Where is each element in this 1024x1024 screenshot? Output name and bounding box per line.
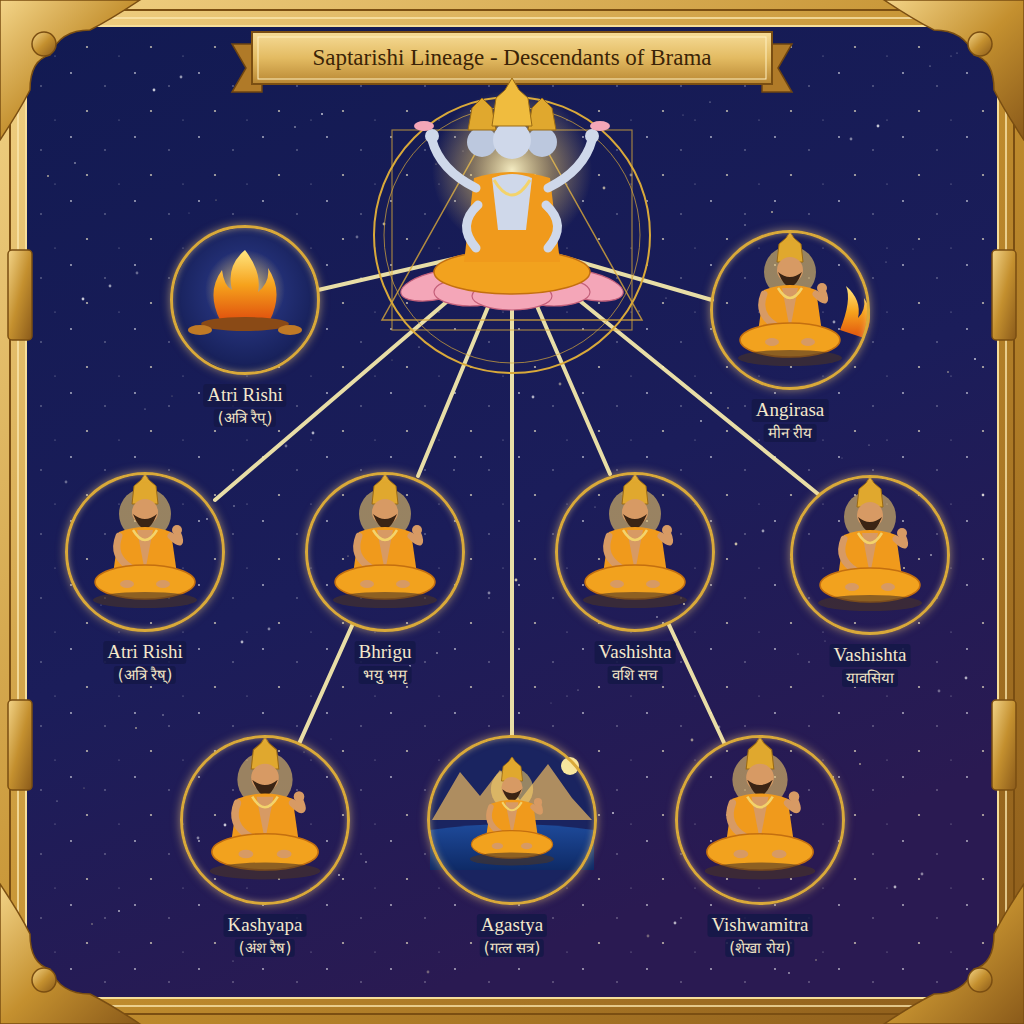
rishi-name-devanagari: वशि सच <box>608 666 663 684</box>
rishi-figures <box>93 232 922 880</box>
rishi-name-devanagari: यावसिया <box>842 669 898 687</box>
rishi-name: Atri Rishi <box>203 384 286 407</box>
angirasa-fire <box>840 286 870 338</box>
rishi-name: Bhrigu <box>355 641 416 664</box>
lineage-ray <box>300 625 353 742</box>
rishi-circle: Bhriguभयु भमृ <box>305 472 465 632</box>
rishi-name-devanagari: (अत्रि रैष्) <box>114 666 176 684</box>
rishi-name: Vashishta <box>595 641 676 664</box>
rishi-name-devanagari: (गत्ल सत्र) <box>480 939 544 957</box>
rishi-circle: Vashishtaवशि सच <box>555 472 715 632</box>
lineage-ray <box>669 625 724 744</box>
rishi-circle: Agastya(गत्ल सत्र) <box>427 735 597 905</box>
rishi-circle: Atri Rishi(अत्रि रैप्) <box>170 225 320 375</box>
rishi-name: Agastya <box>477 914 547 937</box>
fire-altar <box>171 226 319 374</box>
rishi-circle: Vashishtaयावसिया <box>790 475 950 635</box>
rishi-name: Kashyapa <box>224 914 307 937</box>
rishi-name-devanagari: मीन रीय <box>764 424 817 442</box>
rishi-circle: Angirasaमीन रीय <box>710 230 870 390</box>
night-sky <box>26 26 998 998</box>
rishi-name: Atri Rishi <box>103 641 186 664</box>
rishi-name: Angirasa <box>752 399 829 422</box>
rishi-circle: Vishwamitra(शेखा रोय) <box>675 735 845 905</box>
rishi-name: Vishwamitra <box>707 914 812 937</box>
rishi-name-devanagari: (अत्रि रैप्) <box>214 409 276 427</box>
rishi-name-devanagari: (अंश रैष) <box>235 939 295 957</box>
brahma-figure <box>374 78 650 373</box>
rishi-circle: Kashyapa(अंश रैष) <box>180 735 350 905</box>
agastya-scene <box>428 736 596 904</box>
rishi-name-devanagari: भयु भमृ <box>359 666 412 684</box>
rishi-name: Vashishta <box>830 644 911 667</box>
rishi-name-devanagari: (शेखा रोय) <box>725 939 794 957</box>
title-text: Saptarishi Lineage - Descendants of Bram… <box>262 36 762 80</box>
rishi-circle: Atri Rishi(अत्रि रैष्) <box>65 472 225 632</box>
